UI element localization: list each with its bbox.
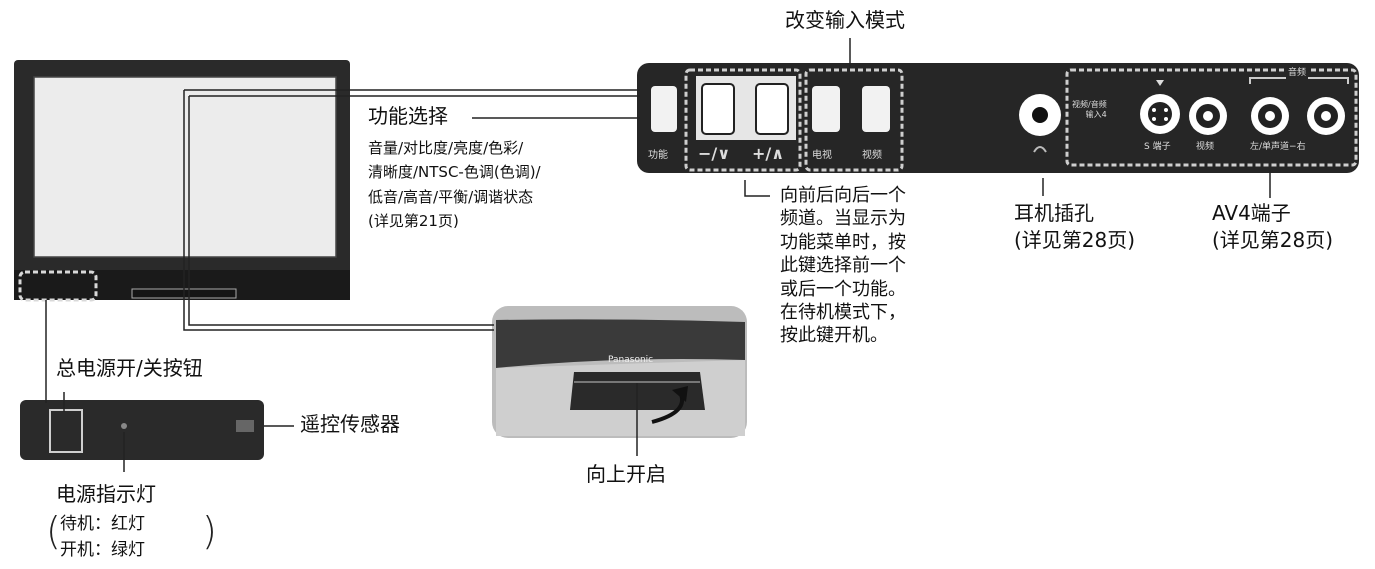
channel-down-button[interactable] bbox=[701, 83, 735, 135]
bracket-close-icon: ) bbox=[202, 509, 217, 553]
tv-mode-button[interactable] bbox=[812, 86, 840, 132]
svideo-input-label: 视频/音频 输入4 bbox=[1072, 100, 1107, 119]
main-power-button[interactable] bbox=[49, 409, 83, 453]
av4-terminal-label: AV4端子 (详见第28页) bbox=[1212, 201, 1334, 252]
function-select-desc: 音量/对比度/亮度/色彩/ 清晰度/NTSC-色调(色调)/ 低音/高音/平衡/… bbox=[368, 139, 541, 230]
remote-sensor-window bbox=[236, 420, 254, 432]
standby-red-label: 待机：红灯 bbox=[60, 514, 145, 534]
leader-lines bbox=[45, 38, 1271, 472]
video-mode-button[interactable] bbox=[862, 86, 890, 132]
tv-front-controls-highlight bbox=[18, 270, 98, 302]
tv-button-label: 电视 bbox=[812, 150, 832, 161]
front-control-strip bbox=[20, 400, 264, 460]
channel-button-desc: 向前后向后一个 频道。当显示为 功能菜单时，按 此键选择前一个 或后一个功能。 … bbox=[780, 185, 906, 347]
power-indicator-led bbox=[121, 423, 127, 429]
function-button-label: 功能 bbox=[648, 150, 668, 161]
on-green-label: 开机：绿灯 bbox=[60, 540, 145, 560]
audio-lr-label: 左/单声道−右 bbox=[1250, 142, 1306, 152]
remote-sensor-label: 遥控传感器 bbox=[300, 412, 400, 436]
open-up-label: 向上开启 bbox=[586, 462, 666, 486]
plus-button-label: +/∧ bbox=[752, 144, 785, 163]
video-jack-label: 视频 bbox=[1196, 142, 1215, 152]
function-button[interactable] bbox=[651, 86, 677, 132]
main-power-button-label: 总电源开/关按钮 bbox=[56, 356, 203, 380]
input-mode-highlight bbox=[804, 68, 904, 172]
minus-button-label: −/∨ bbox=[698, 144, 731, 163]
arrow-up-icon bbox=[672, 386, 688, 402]
lid-illustration: Panasonic bbox=[492, 306, 747, 438]
side-control-panel bbox=[637, 63, 1359, 173]
headphone-icon bbox=[1033, 146, 1047, 153]
function-select-title: 功能选择 bbox=[368, 104, 448, 128]
bracket-open-icon: ( bbox=[46, 509, 61, 553]
video-button-label: 视频 bbox=[862, 150, 882, 161]
change-input-mode-label: 改变输入模式 bbox=[785, 8, 905, 32]
channel-up-button[interactable] bbox=[755, 83, 789, 135]
headphone-jack-label: 耳机插孔 (详见第28页) bbox=[1014, 201, 1136, 252]
channel-buttons-highlight bbox=[684, 68, 802, 172]
brand-logo: Panasonic bbox=[608, 355, 653, 365]
power-indicator-label: 电源指示灯 bbox=[56, 482, 156, 506]
audio-header-label: 音频 bbox=[1286, 68, 1309, 80]
s-terminal-label: S 端子 bbox=[1144, 142, 1171, 152]
av4-highlight bbox=[1065, 68, 1358, 167]
